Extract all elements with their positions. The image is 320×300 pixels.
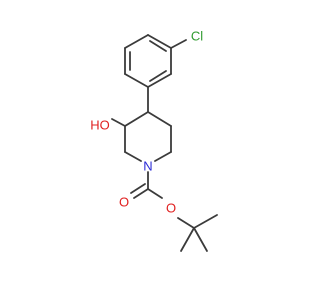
tert-butyl-group — [180, 214, 218, 252]
atom-label-carbonyl-o: O — [119, 195, 129, 210]
bond-ar-c4-c5 — [147, 34, 172, 49]
bond-carbonyl-double-b — [130, 183, 146, 194]
bond-ar-c3-c4 — [124, 34, 149, 49]
atom-label-ho: HO — [90, 118, 110, 133]
bond-pip-c3-c4 — [124, 111, 149, 127]
bond-tbu-me1 — [193, 214, 218, 229]
bond-c-cl — [170, 39, 187, 49]
bond-tbu-me3 — [180, 227, 195, 252]
bond-c-oh — [111, 118, 126, 127]
piperidine-ring — [124, 111, 172, 162]
bond-pip-c4-c5 — [147, 111, 172, 127]
bond-carbonyl-double-a — [133, 188, 149, 199]
structure-canvas: Cl HO N O O — [90, 29, 218, 252]
atom-label-n: N — [143, 159, 152, 174]
bond-pip-n-c2 — [124, 151, 142, 162]
bond-pip-c6-n — [154, 151, 172, 162]
bond-ester-o-tbu — [177, 217, 195, 229]
atom-label-cl: Cl — [191, 29, 203, 44]
bond-ar-c6-c1 — [147, 73, 172, 88]
atom-label-ester-o: O — [166, 201, 176, 216]
bond-tbu-me2 — [193, 227, 208, 252]
molecule-diagram: Cl HO N O O — [90, 29, 218, 252]
chlorophenyl-ring — [124, 34, 172, 88]
bond-ar-c1-c2 — [124, 73, 149, 88]
bond-carbonyl-ester-o — [147, 188, 163, 199]
bond-ar-double-2 — [149, 40, 167, 52]
bond-ar-double-3 — [149, 70, 167, 82]
